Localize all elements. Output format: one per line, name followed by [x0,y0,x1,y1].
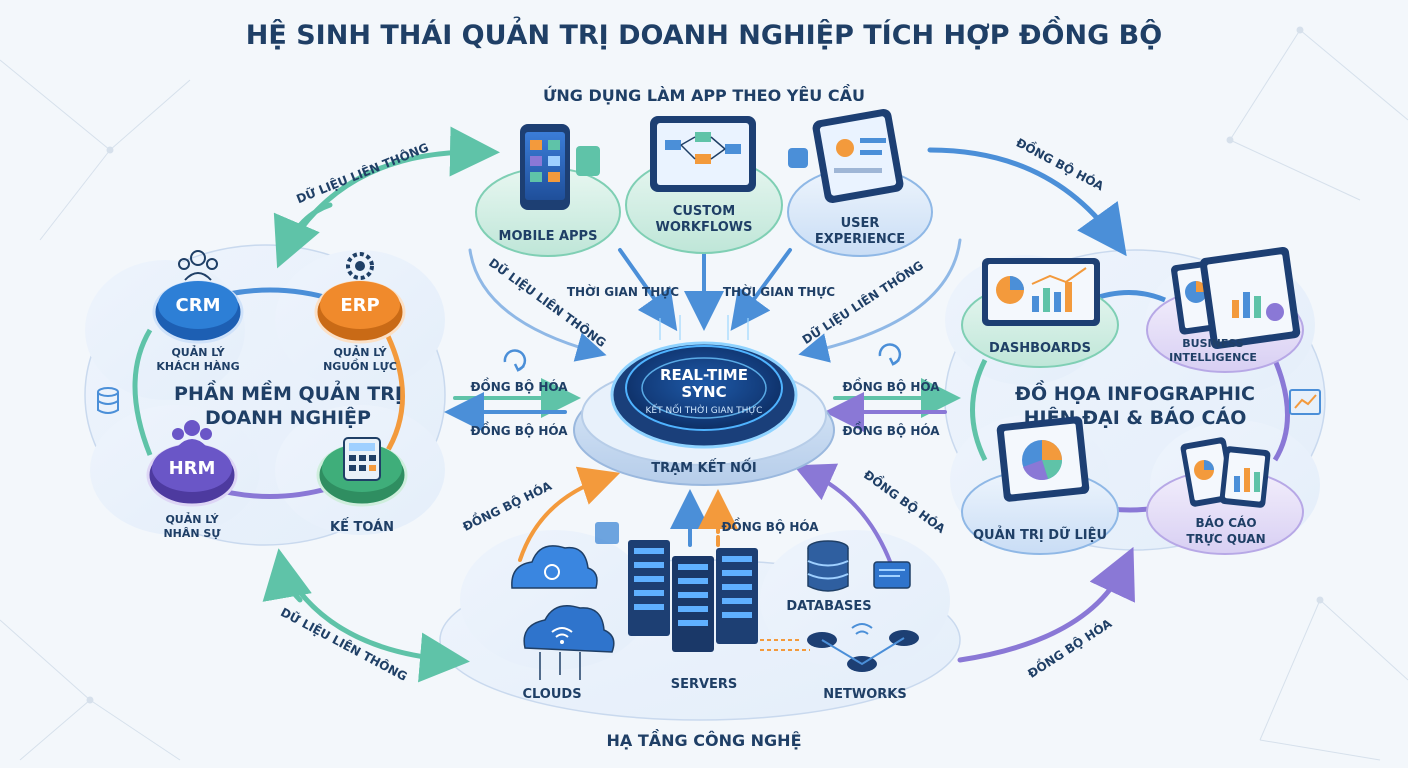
visual-reports-label-1: BÁO CÁO [1195,515,1256,530]
label-sync-right-upper: ĐỒNG BỘ HÓA [842,377,940,394]
servers-label: SERVERS [671,677,738,692]
presentation-chart-icon [1289,389,1321,415]
mobile-apps-card[interactable]: MOBILE APPS [475,124,621,257]
erp-module[interactable]: ERP QUẢN LÝ NGUỒN LỰC [314,252,406,373]
accounting-module[interactable]: KẾ TOÁN [316,437,408,535]
label-sync-left-lower: ĐỒNG BỘ HÓA [470,421,568,438]
hub-subtitle: KẾT NỐI THỜI GIAN THỰC [646,403,763,416]
left-section-title-1: PHẦN MỀM QUẢN TRỊ [174,379,402,405]
label-data-link-top-left: DỮ LIỆU LIÊN THÔNG [294,139,431,206]
crm-module[interactable]: CRM QUẢN LÝ KHÁCH HÀNG [152,250,244,373]
custom-workflows-label-1: CUSTOM [673,204,735,219]
servers-icon [628,540,758,652]
crm-desc-2: KHÁCH HÀNG [156,360,239,373]
networks-label: NETWORKS [823,687,906,702]
background-network-pattern [0,26,1408,761]
database-small-icon [97,387,119,414]
data-management-card[interactable]: QUẢN TRỊ DỮ LIỆU [961,416,1119,555]
people-icon [178,250,218,281]
erp-name: ERP [340,295,379,316]
crm-name: CRM [176,295,221,316]
label-sync-bottom-right-hub: ĐỒNG BỘ HÓA [861,465,950,536]
databases-label: DATABASES [786,599,871,614]
hub-title-2: SYNC [681,383,726,401]
visual-reports-card[interactable]: BÁO CÁO TRỰC QUAN [1146,436,1304,555]
user-experience-label-2: EXPERIENCE [815,232,905,247]
user-experience-card[interactable]: USER EXPERIENCE [787,108,933,257]
label-sync-left-upper: ĐỒNG BỘ HÓA [470,377,568,394]
right-section-title-1: ĐỒ HỌA INFOGRAPHIC [1015,379,1255,405]
crm-desc-1: QUẢN LÝ [171,345,225,359]
report-tablets-icon [1180,437,1271,508]
real-time-sync-hub[interactable]: REAL-TIME SYNC KẾT NỐI THỜI GIAN THỰC TR… [573,315,835,486]
hrm-desc-1: QUẢN LÝ [165,512,219,526]
hrm-desc-2: NHÂN SỰ [163,527,221,540]
label-realtime-left: THỜI GIAN THỰC [567,284,679,299]
dashboards-card[interactable]: DASHBOARDS [961,258,1119,368]
dashboard-monitor-icon [982,258,1100,326]
networks-icon [760,623,919,672]
calculator-icon [343,437,381,481]
tablet-profile-icon [788,108,904,204]
smartphone-icon [520,124,600,210]
clouds-label: CLOUDS [522,687,581,702]
business-intelligence-card[interactable]: BUSINESS INTELLIGENCE [1146,246,1304,373]
hub-base-label: TRẠM KẾT NỐI [651,458,757,476]
hrm-module[interactable]: HRM QUẢN LÝ NHÂN SỰ [146,420,238,540]
visual-reports-label-2: TRỰC QUAN [1186,532,1265,546]
sync-icon-left [503,349,527,372]
dashboards-label: DASHBOARDS [989,341,1091,356]
label-sync-bottom-left-hub: ĐỒNG BỘ HÓA [459,476,554,534]
hub-title-1: REAL-TIME [660,366,748,384]
erp-desc-2: NGUỒN LỰC [323,358,397,373]
connector-arrows [262,126,1135,683]
label-data-link-hub-right: DỮ LIỆU LIÊN THÔNG [799,257,926,347]
cloud-icon-group [511,522,619,680]
left-section-title-2: DOANH NGHIỆP [205,405,371,429]
custom-workflows-card[interactable]: CUSTOM WORKFLOWS [625,116,783,254]
label-sync-right-lower: ĐỒNG BỘ HÓA [842,421,940,438]
data-monitor-icon [996,416,1090,502]
label-data-link-bottom-left: DỮ LIỆU LIÊN THÔNG [278,604,410,684]
accounting-name: KẾ TOÁN [330,518,394,535]
team-icon [172,420,212,446]
databases-icon [807,540,911,592]
custom-workflows-label-2: WORKFLOWS [656,220,753,235]
data-management-label: QUẢN TRỊ DỮ LIỆU [973,526,1107,543]
user-experience-label-1: USER [841,216,880,231]
tablet-workflow-icon [650,116,756,192]
bi-label-1: BUSINESS [1182,337,1243,350]
bottom-section-title: HẠ TẦNG CÔNG NGHỆ [606,729,801,750]
bi-tablets-icon [1171,246,1301,350]
label-realtime-right: THỜI GIAN THỰC [723,284,835,299]
light-beams [659,315,749,340]
sync-icon-right [878,343,902,366]
page-title: HỆ SINH THÁI QUẢN TRỊ DOANH NGHIỆP TÍCH … [246,15,1162,51]
mobile-apps-label: MOBILE APPS [499,229,598,244]
gear-icon [346,252,374,280]
erp-desc-1: QUẢN LÝ [333,345,387,359]
label-sync-bottom-center: ĐỒNG BỘ HÓA [721,517,819,534]
top-section-title: ỨNG DỤNG LÀM APP THEO YÊU CẦU [543,84,865,105]
bi-label-2: INTELLIGENCE [1169,351,1257,364]
hrm-name: HRM [169,458,216,479]
